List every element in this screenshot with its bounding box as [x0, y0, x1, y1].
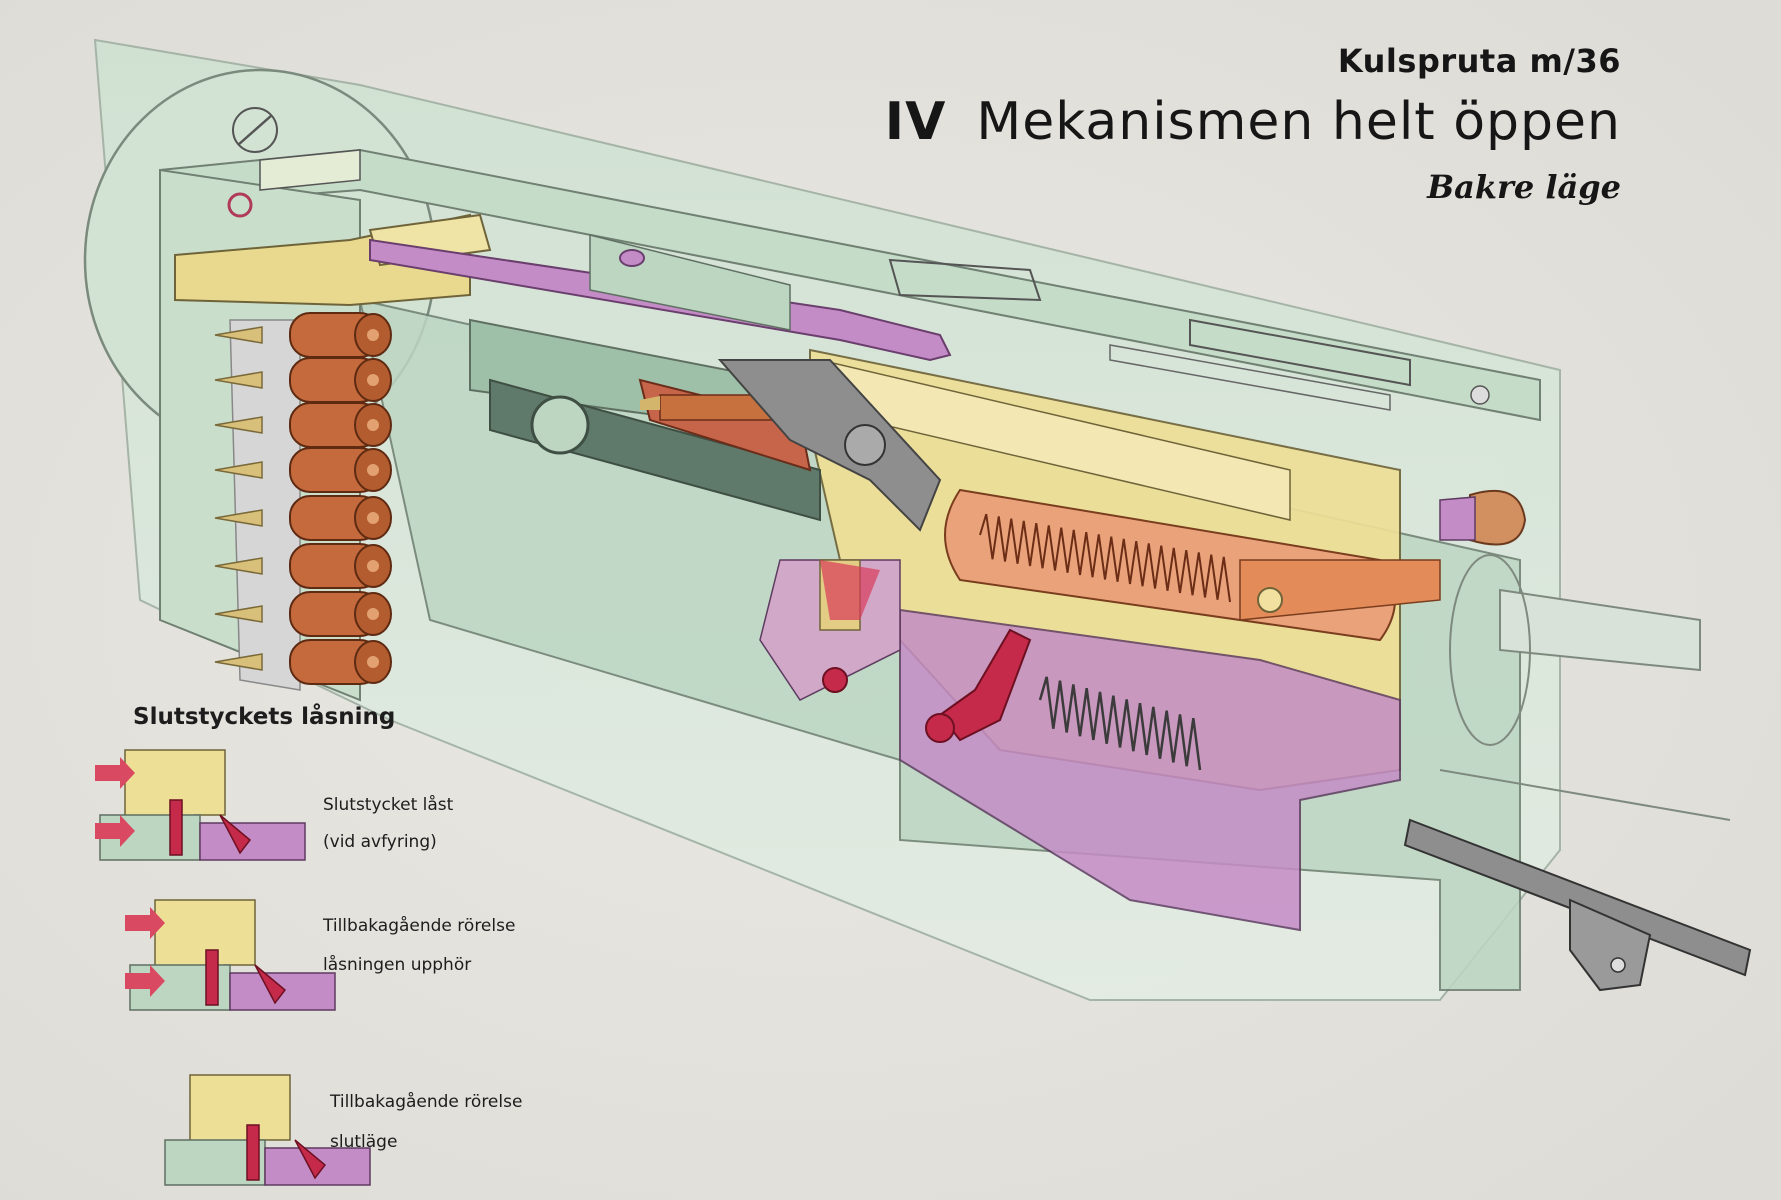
- bullet-tip: [214, 653, 263, 671]
- locking-title: Slutstyckets låsning: [133, 704, 396, 730]
- top-cover-details: [227, 149, 1411, 411]
- primer: [367, 512, 379, 524]
- step1-line2: (vid avfyring): [323, 832, 437, 852]
- primer: [367, 656, 379, 668]
- feed-lever: [369, 234, 952, 362]
- ammunition-belt: [214, 312, 392, 691]
- title-number: IV: [884, 92, 947, 152]
- primer: [367, 464, 379, 476]
- step3-line2: slutläge: [330, 1132, 398, 1152]
- bullet-tip: [214, 371, 263, 389]
- bullet-tip: [214, 416, 263, 434]
- mini-lever: [254, 964, 287, 1005]
- bullet-tip: [214, 509, 263, 527]
- lock-step-1: [95, 749, 306, 861]
- bullet-tip: [214, 461, 263, 479]
- step3-line1: Tillbakagående rörelse: [330, 1092, 523, 1112]
- mini-lock-pin: [169, 799, 183, 856]
- model-label: Kulspruta m/36: [1337, 42, 1621, 80]
- charging-handle: [1403, 818, 1752, 992]
- force-arrow-icon: [95, 815, 135, 847]
- sprocket: [227, 192, 253, 218]
- step1-line1: Slutstycket låst: [323, 795, 454, 815]
- force-arrow-icon: [125, 965, 165, 997]
- step2-line1: Tillbakagående rörelse: [323, 916, 516, 936]
- primer: [367, 560, 379, 572]
- mini-lever: [219, 814, 252, 855]
- lock-step-3: [164, 1074, 371, 1186]
- recoil-spring: [944, 488, 1441, 642]
- mini-lever: [294, 1139, 327, 1180]
- primer: [367, 608, 379, 620]
- title-text: Mekanismen helt öppen: [976, 92, 1621, 152]
- step2-line2: låsningen upphör: [323, 955, 472, 975]
- force-arrow-icon: [125, 907, 165, 939]
- primer: [367, 329, 379, 341]
- buffer-knob: [1439, 489, 1527, 546]
- force-arrow-icon: [95, 757, 135, 789]
- subtitle: Bakre läge: [1427, 168, 1621, 206]
- breech-extension: [469, 318, 942, 532]
- bullet-tip: [214, 557, 263, 575]
- mini-lock-pin: [246, 1124, 260, 1181]
- page-title: IV Mekanismen helt öppen: [885, 92, 1621, 152]
- primer: [367, 374, 379, 386]
- lock-step-2: [125, 899, 336, 1011]
- mini-lock-pin: [205, 949, 219, 1006]
- bullet-tip: [214, 605, 263, 623]
- sear-trigger: [820, 560, 1032, 743]
- mini-lock: [199, 822, 306, 861]
- locking-sequence-diagrams: [95, 749, 371, 1186]
- bullet-tip: [214, 326, 263, 344]
- primer: [367, 419, 379, 431]
